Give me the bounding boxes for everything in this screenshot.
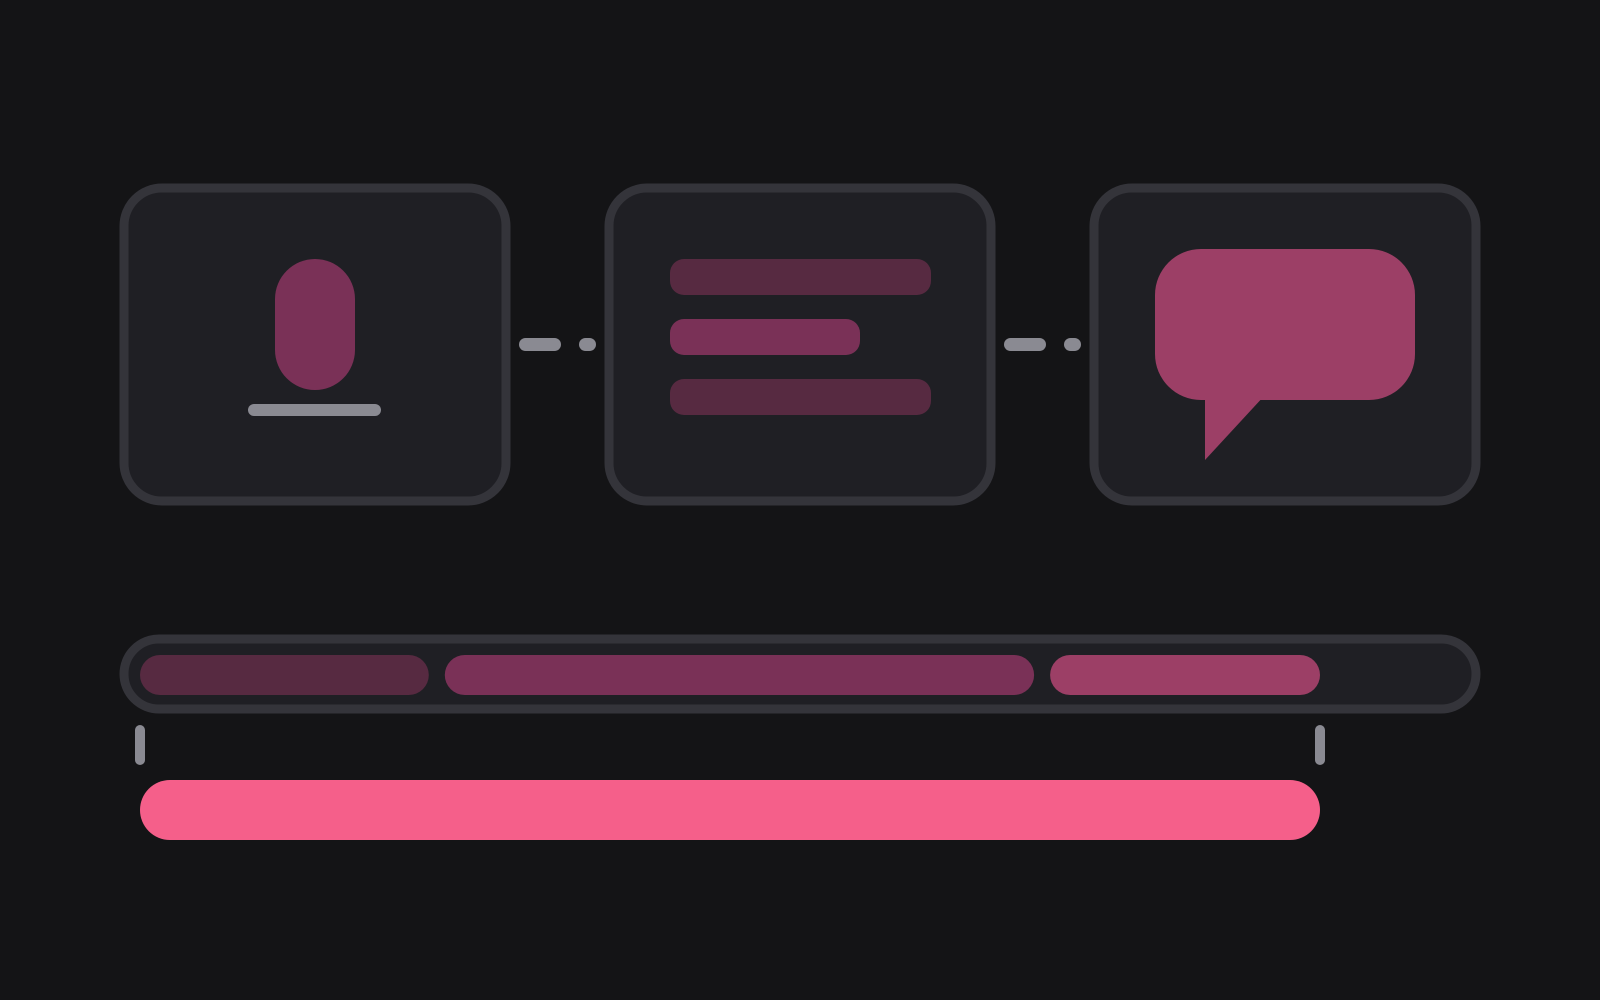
connector-dot [1064,338,1081,351]
timeline-segment-transcript [444,655,1035,695]
speech-bubble-body [1155,249,1415,400]
span-start-tick [135,725,145,765]
span-end-tick [1315,725,1325,765]
text-line [670,259,931,295]
stage-panel-transcript [604,183,996,506]
text-line [670,319,860,355]
connector-2 [1004,338,1081,351]
connector-dot [579,338,596,351]
total-duration-bar [140,780,1320,840]
total-span [135,725,1325,840]
text-line [670,379,931,415]
microphone-icon [248,259,381,416]
microphone-capsule [275,259,355,390]
connector-1 [519,338,596,351]
microphone-base [248,404,381,416]
text-lines-icon [670,259,931,415]
speech-bubble-icon [1155,249,1415,460]
stage-panel-response [1089,183,1481,506]
timeline-segment-response [1050,655,1320,695]
timeline-segment-speech-input [140,655,429,695]
stage-panel-speech-input [119,183,511,506]
connector-dash [519,338,561,351]
timeline-segments [140,655,1320,695]
speech-bubble-tail [1205,395,1265,460]
connector-dash [1004,338,1046,351]
